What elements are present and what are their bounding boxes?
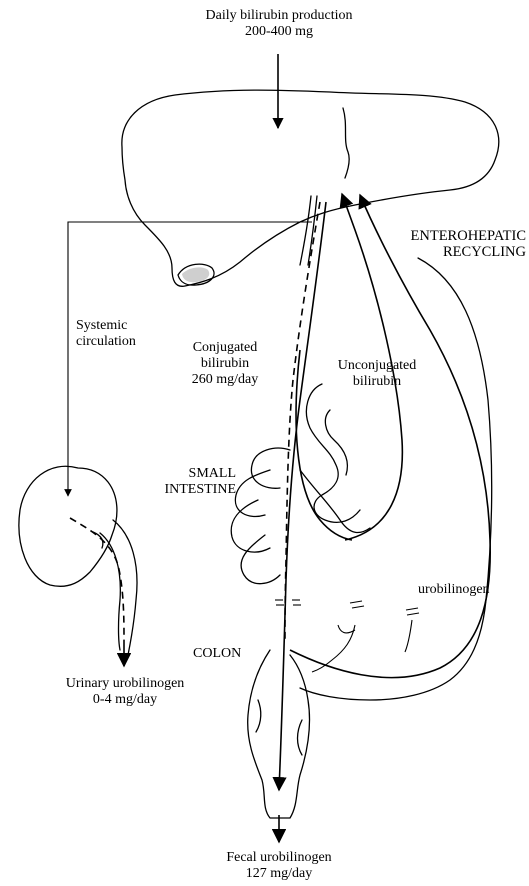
enterohepatic-arrow (290, 195, 490, 678)
colon-outline (300, 258, 492, 700)
conjugated-dashed-path (285, 202, 320, 640)
enterohepatic-label-line1: ENTEROHEPATIC (390, 228, 526, 244)
colon-label: COLON (193, 646, 241, 662)
urinary-label-line1: Urinary urobilinogen (66, 676, 185, 692)
urinary-label-line2: 0-4 mg/day (66, 692, 185, 708)
vessel-tick-2 (352, 606, 364, 608)
ureter-outer (113, 520, 137, 655)
systemic-circulation-line (68, 222, 312, 496)
production-label-line2: 200-400 mg (206, 24, 353, 40)
vessel-branch-3 (338, 625, 355, 633)
vessel-tick-3 (406, 608, 418, 610)
systemic-label-line1: Systemic (76, 318, 136, 334)
vessel-branch-2 (405, 620, 412, 652)
small-intestine-loop (300, 470, 370, 533)
unconjugated-label-line2: bilirubin (338, 374, 417, 390)
small-intestine-upper (306, 384, 360, 522)
conjugated-label-line2: bilirubin (192, 356, 259, 372)
conjugated-label-line1: Conjugated (192, 340, 259, 356)
vessel-branch-1 (312, 625, 355, 672)
unconjugated-label-line1: Unconjugated (338, 358, 417, 374)
rectum-outline (248, 650, 310, 818)
ureter (100, 533, 120, 650)
liver-lobe-fissure (343, 108, 349, 178)
rectum-inner-left (256, 700, 261, 732)
small-intestine-outline (231, 448, 290, 584)
small-intestine-label-line2: INTESTINE (150, 482, 236, 498)
gallbladder-fill (182, 267, 209, 282)
kidney-dashed-flow (70, 518, 124, 640)
rectum-inner-right (298, 720, 303, 755)
enterohepatic-label-line2: RECYCLING (390, 244, 526, 260)
fecal-label-line2: 127 mg/day (226, 866, 331, 882)
small-intestine-label-line1: SMALL (150, 466, 236, 482)
conjugated-label-line3: 260 mg/day (192, 372, 259, 388)
fecal-label-line1: Fecal urobilinogen (226, 850, 331, 866)
vessel-tick-4 (407, 613, 419, 615)
production-label-line1: Daily bilirubin production (206, 8, 353, 24)
main-flow-line (279, 202, 326, 790)
systemic-label-line2: circulation (76, 334, 136, 350)
vessel-tick-1 (350, 601, 362, 603)
urobilinogen-label: urobilinogen (418, 582, 490, 598)
